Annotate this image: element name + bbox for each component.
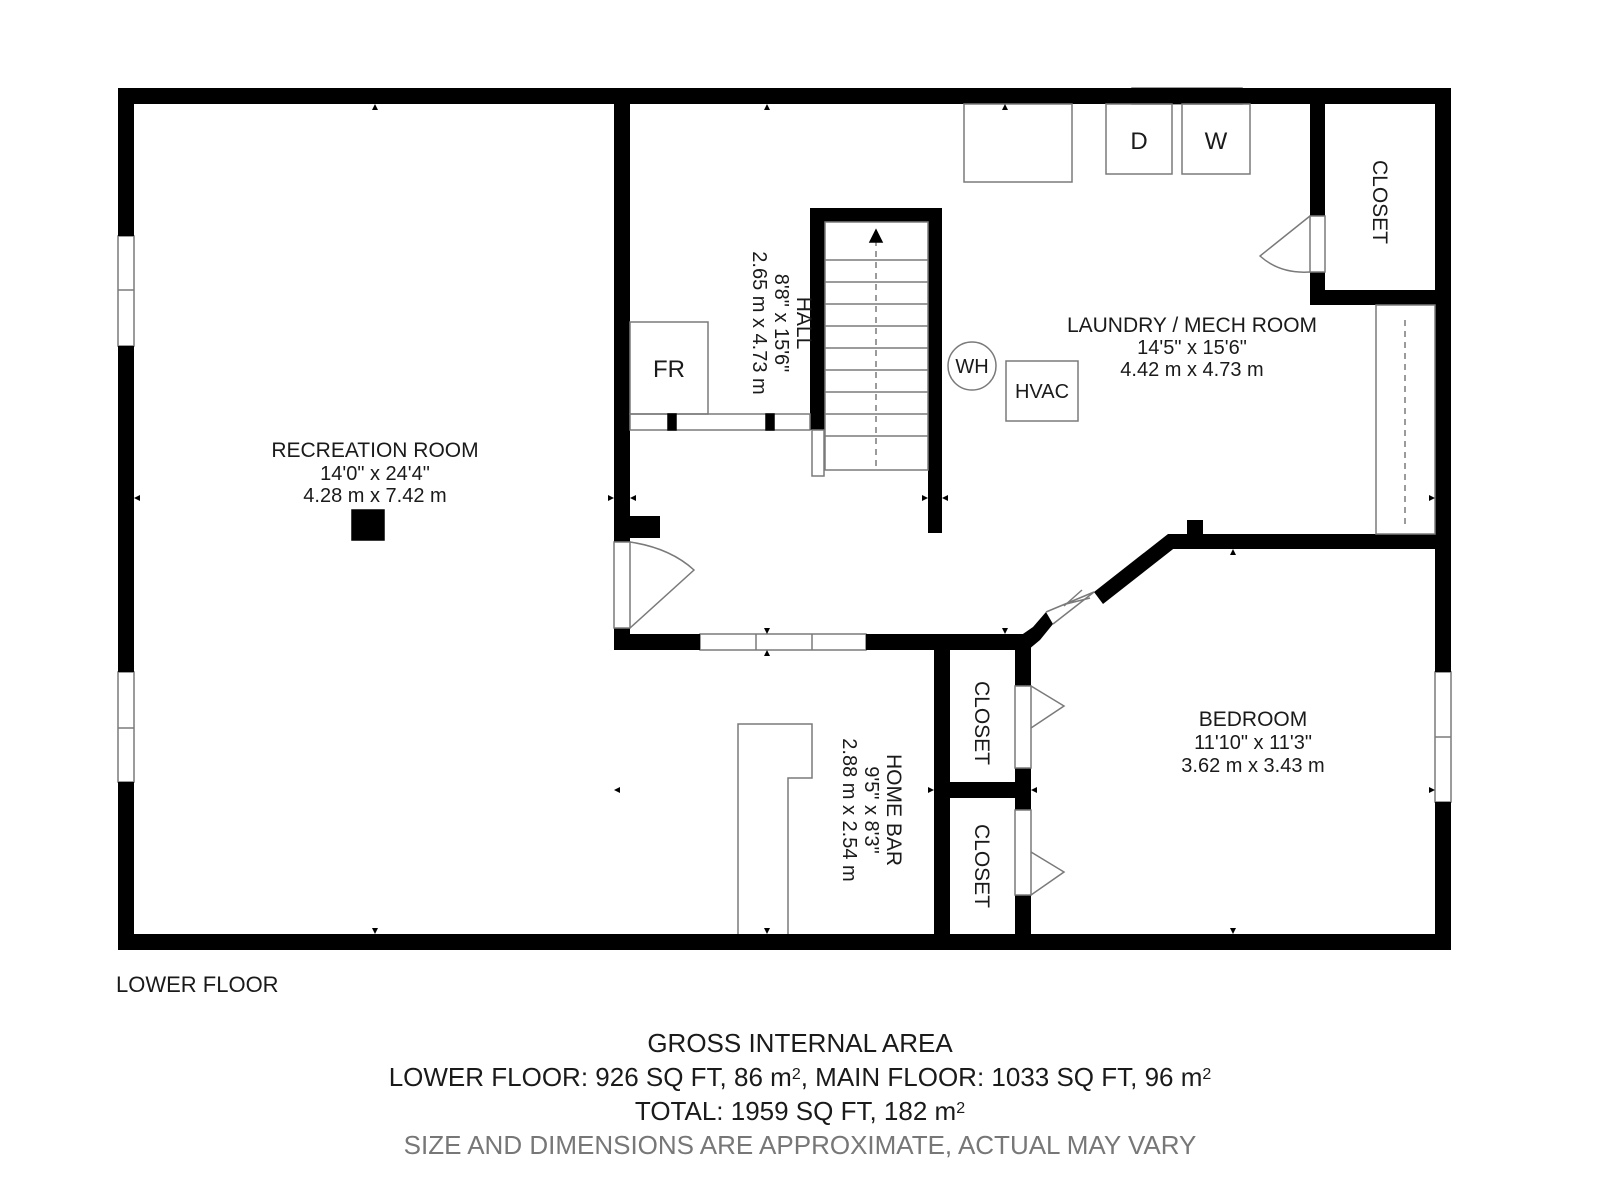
opening-hall-bottom bbox=[699, 633, 867, 651]
room-dim-ft: 11'10" x 11'3" bbox=[1194, 732, 1312, 754]
wall-closet-bar-right-c bbox=[1015, 895, 1031, 950]
window-left-lower bbox=[117, 671, 135, 783]
area-heading: GROSS INTERNAL AREA bbox=[647, 1028, 953, 1058]
gross-area-block: GROSS INTERNAL AREA LOWER FLOOR: 926 SQ … bbox=[0, 1026, 1600, 1162]
wall-stair-right bbox=[928, 208, 942, 533]
windows bbox=[117, 87, 1452, 803]
label-laundry-room: LAUNDRY / MECH ROOM 14'5" x 15'6" 4.42 m… bbox=[1067, 314, 1317, 381]
area-total-line: TOTAL: 1959 SQ FT, 182 m2 bbox=[0, 1094, 1600, 1128]
hvac-box bbox=[1005, 360, 1079, 422]
room-dim-m: 2.88 m x 2.54 m bbox=[838, 738, 860, 881]
hall-counter bbox=[629, 413, 811, 431]
wall-left-b bbox=[118, 346, 134, 672]
washer-label: W bbox=[1205, 128, 1228, 155]
room-dim-m: 4.28 m x 7.42 m bbox=[303, 485, 446, 507]
walls bbox=[118, 88, 1451, 950]
laundry-shelf bbox=[1375, 304, 1436, 535]
area-floors-line: LOWER FLOOR: 926 SQ FT, 86 m2, MAIN FLOO… bbox=[0, 1060, 1600, 1094]
wall-stair-top bbox=[810, 208, 942, 222]
disclaimer: SIZE AND DIMENSIONS ARE APPROXIMATE, ACT… bbox=[403, 1130, 1197, 1160]
wall-closet-bar-left bbox=[934, 648, 950, 950]
label-closet-low: CLOSET bbox=[970, 824, 993, 908]
wall-hall-bottom-b bbox=[866, 634, 1030, 650]
sq-exponent: 2 bbox=[956, 1100, 966, 1117]
wall-closet-top-left bbox=[1310, 104, 1325, 216]
room-dim-m: 3.62 m x 3.43 m bbox=[1181, 755, 1324, 777]
door-closet-low-swing bbox=[1030, 851, 1066, 896]
room-dim-ft: 9'5" x 8'3" bbox=[860, 766, 882, 853]
hvac-label: HVAC bbox=[1015, 381, 1069, 403]
wall-right-b bbox=[1435, 802, 1451, 950]
total-area: TOTAL: 1959 SQ FT, 182 m bbox=[634, 1096, 957, 1126]
dryer-label: D bbox=[1130, 128, 1147, 155]
wall-stair-left bbox=[810, 208, 825, 430]
staircase bbox=[811, 221, 929, 477]
label-bedroom: BEDROOM 11'10" x 11'3" 3.62 m x 3.43 m bbox=[1181, 708, 1324, 777]
support-post bbox=[351, 509, 385, 541]
fixture-labels: D W FR WH HVAC bbox=[653, 128, 1228, 403]
room-dim-ft: 14'0" x 24'4" bbox=[320, 463, 430, 485]
label-home-bar: HOME BAR 9'5" x 8'3" 2.88 m x 2.54 m bbox=[838, 738, 905, 881]
doors bbox=[613, 215, 1326, 896]
washer-box bbox=[1181, 103, 1251, 175]
wall-left-c bbox=[118, 782, 134, 950]
wall-rec-hall bbox=[614, 104, 630, 542]
room-name: LAUNDRY / MECH ROOM bbox=[1067, 314, 1317, 337]
door-bedroom-diag bbox=[1045, 589, 1095, 613]
lower-floor-area: LOWER FLOOR: 926 SQ FT, 86 m bbox=[388, 1062, 792, 1092]
door-hall-swing bbox=[629, 541, 696, 629]
room-name: HOME BAR bbox=[882, 754, 905, 866]
wall-closet-bar-right-a bbox=[1015, 640, 1031, 686]
room-dim-m: 2.65 m x 4.73 m bbox=[748, 251, 770, 394]
label-closet-mid: CLOSET bbox=[970, 681, 993, 765]
dryer-box bbox=[1105, 103, 1173, 175]
wall-top bbox=[118, 88, 1451, 104]
door-closet-top-swing bbox=[1258, 215, 1311, 273]
room-dim-ft: 14'5" x 15'6" bbox=[1137, 337, 1247, 359]
stair-up-arrow-icon bbox=[868, 228, 884, 243]
bar-counter bbox=[737, 723, 813, 934]
floor-label: LOWER FLOOR bbox=[116, 972, 279, 997]
water-heater-circle bbox=[947, 341, 997, 391]
dimension-markers bbox=[134, 104, 1435, 934]
fixtures bbox=[351, 103, 1436, 934]
wall-closet-bar-mid bbox=[934, 782, 1031, 798]
room-dim-ft: 8'8" x 15'6" bbox=[770, 274, 792, 373]
main-floor-area: , MAIN FLOOR: 1033 SQ FT, 96 m bbox=[800, 1062, 1203, 1092]
wall-bottom bbox=[118, 934, 1451, 950]
room-dim-m: 4.42 m x 4.73 m bbox=[1120, 359, 1263, 381]
room-labels: RECREATION ROOM 14'0" x 24'4" 4.28 m x 7… bbox=[271, 160, 1391, 908]
floor-plan: RECREATION ROOM 14'0" x 24'4" 4.28 m x 7… bbox=[117, 87, 1452, 950]
room-name: RECREATION ROOM bbox=[271, 439, 478, 462]
water-heater-label: WH bbox=[955, 356, 988, 378]
sq-exponent: 2 bbox=[791, 1066, 801, 1083]
label-hall: HALL 8'8" x 15'6" 2.65 m x 4.73 m bbox=[748, 251, 815, 394]
wall-bedroom-top bbox=[1168, 534, 1451, 549]
wall-hall-bottom-a bbox=[614, 634, 700, 650]
door-closet-mid-swing bbox=[1030, 685, 1066, 729]
sq-exponent: 2 bbox=[1202, 1066, 1212, 1083]
wall-left-a bbox=[118, 88, 134, 236]
label-closet-top: CLOSET bbox=[1368, 160, 1391, 244]
wall-closet-top-bottom bbox=[1310, 290, 1451, 305]
laundry-counter bbox=[963, 103, 1073, 183]
label-recreation-room: RECREATION ROOM 14'0" x 24'4" 4.28 m x 7… bbox=[271, 439, 478, 507]
room-name: HALL bbox=[792, 297, 815, 350]
wall-right-a bbox=[1435, 88, 1451, 672]
wall-bedroom-diagonal bbox=[1094, 534, 1177, 604]
window-left-upper bbox=[117, 235, 135, 347]
room-name: BEDROOM bbox=[1199, 708, 1308, 731]
fridge-label: FR bbox=[653, 356, 685, 383]
